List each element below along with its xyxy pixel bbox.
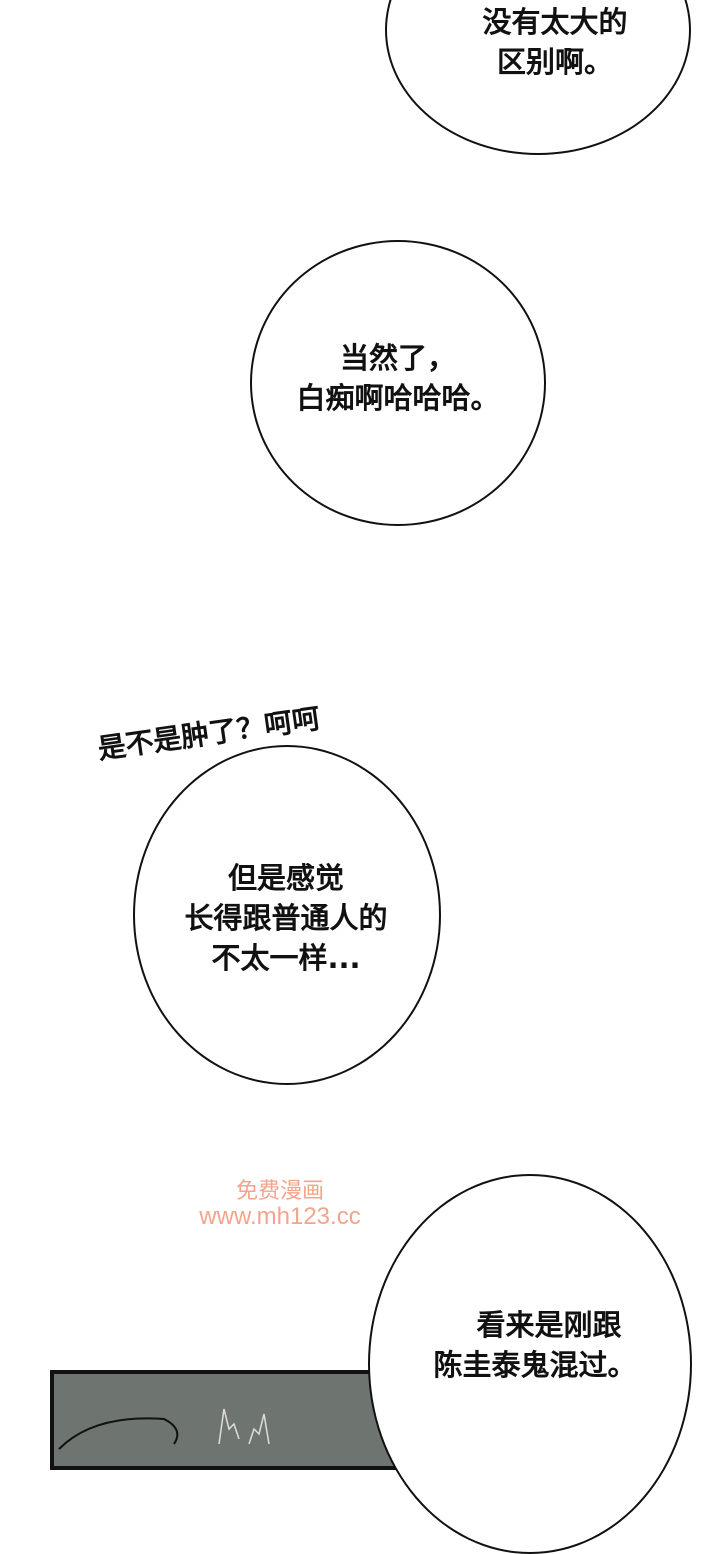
bubble-3-line: 但是感觉 bbox=[227, 861, 344, 895]
bubble-1-text: 没有太大的 区别啊。 bbox=[440, 2, 670, 82]
bubble-3-line: 不太一样... bbox=[211, 941, 361, 975]
bubble-4-line: 看来是刚跟 bbox=[476, 1308, 622, 1342]
bubble-3-text: 但是感觉 长得跟普通人的 不太一样... bbox=[150, 858, 422, 978]
bubble-4-text: 看来是刚跟 陈圭泰鬼混过。 bbox=[400, 1305, 670, 1385]
watermark: 免费漫画 www.mh123.cc bbox=[180, 1178, 380, 1230]
hand-sketch-icon bbox=[58, 1408, 270, 1450]
speech-bubble-3 bbox=[133, 745, 441, 1085]
bubble-2-text: 当然了， 白痴啊哈哈哈。 bbox=[270, 338, 526, 418]
bubble-2-line: 当然了， bbox=[339, 341, 456, 375]
speech-bubble-2 bbox=[250, 240, 546, 526]
bubble-3-line: 长得跟普通人的 bbox=[184, 901, 388, 935]
bubble-1-line: 区别啊。 bbox=[496, 45, 613, 79]
watermark-url: www.mh123.cc bbox=[199, 1203, 361, 1230]
bubble-2-line: 白痴啊哈哈哈。 bbox=[296, 381, 500, 415]
bubble-4-line: 陈圭泰鬼混过。 bbox=[433, 1348, 637, 1382]
watermark-title: 免费漫画 bbox=[235, 1178, 324, 1203]
bubble-1-line: 没有太大的 bbox=[482, 5, 628, 39]
